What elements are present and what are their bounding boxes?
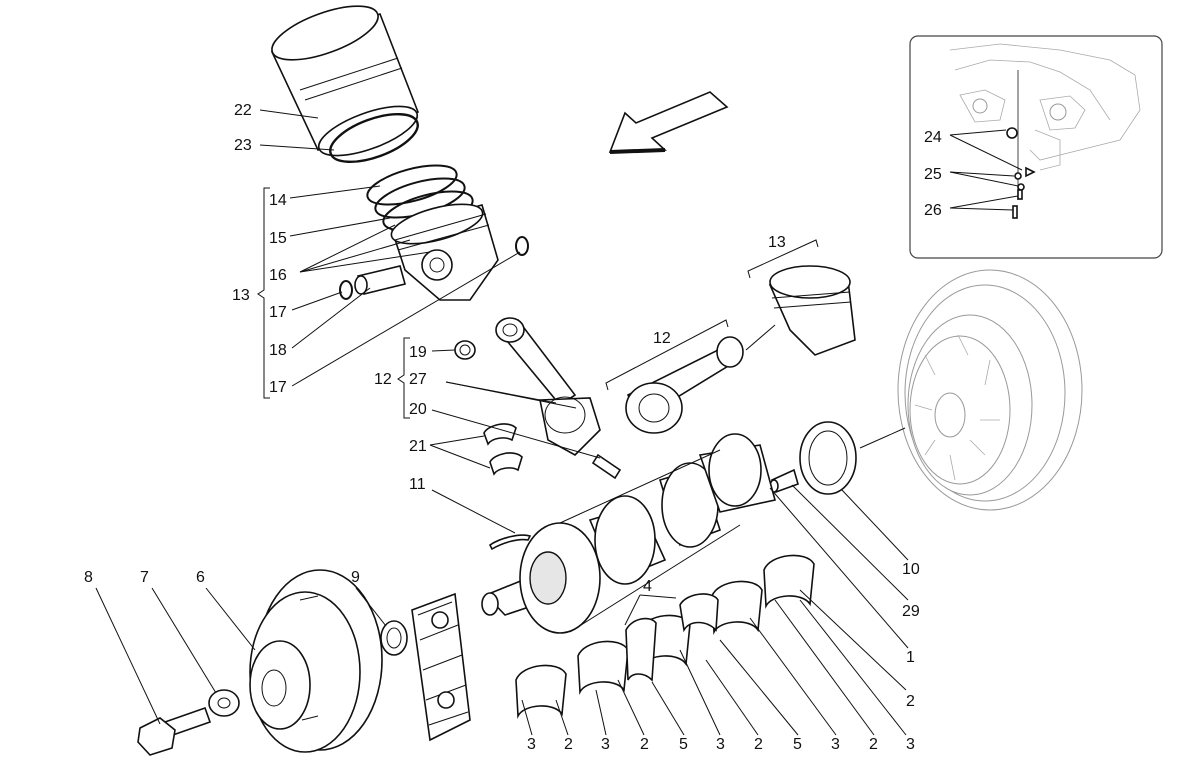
label-13-left: 13 <box>232 287 250 304</box>
bracket-13-right <box>747 239 819 279</box>
direction-arrow <box>608 91 729 154</box>
circlip-left <box>339 280 353 300</box>
label-3-bottom-2: 3 <box>601 736 610 753</box>
label-11: 11 <box>409 476 426 493</box>
label-17-bottom: 17 <box>269 379 287 396</box>
label-10: 10 <box>902 561 920 578</box>
piston-assembled <box>768 265 856 356</box>
label-16: 16 <box>269 267 287 284</box>
o-ring <box>329 113 419 163</box>
brace-12-left <box>397 337 410 419</box>
label-12-left: 12 <box>374 371 392 388</box>
label-4: 4 <box>643 578 652 595</box>
bracket-12-right <box>605 319 729 391</box>
piston <box>390 203 499 301</box>
label-3-bottom-4: 3 <box>831 736 840 753</box>
part-labels: 22 23 14 15 16 13 17 18 17 19 12 27 20 2… <box>84 102 942 753</box>
conrod-bearing-shells <box>483 423 523 476</box>
pilot-bush <box>769 468 799 494</box>
label-3-bottom-3: 3 <box>716 736 725 753</box>
label-18: 18 <box>269 342 287 359</box>
label-3-bottom-5: 3 <box>906 736 915 753</box>
flywheel <box>897 269 1083 511</box>
label-7: 7 <box>140 569 149 586</box>
label-26: 26 <box>924 202 942 219</box>
circlip-right <box>515 236 529 256</box>
label-8: 8 <box>84 569 93 586</box>
label-19: 19 <box>409 344 427 361</box>
label-6: 6 <box>196 569 205 586</box>
pulley-bolt <box>137 706 212 756</box>
label-27: 27 <box>409 371 427 388</box>
connecting-rod-assembled <box>625 336 744 434</box>
label-3-bottom-1: 3 <box>527 736 536 753</box>
timing-chain <box>411 592 471 742</box>
thrust-washer <box>488 534 532 551</box>
label-29: 29 <box>902 603 920 620</box>
rear-oil-seal <box>799 421 857 495</box>
label-23: 23 <box>234 137 252 154</box>
label-2-bottom-4: 2 <box>869 736 878 753</box>
label-2-bottom-3: 2 <box>754 736 763 753</box>
crank-pulley <box>249 569 383 753</box>
spacer-ring <box>380 620 408 656</box>
label-24: 24 <box>924 129 942 146</box>
label-13-right: 13 <box>768 234 786 251</box>
connecting-rod-exploded <box>454 317 622 480</box>
label-20: 20 <box>409 401 427 418</box>
label-5-bottom-1: 5 <box>679 736 688 753</box>
piston-pin <box>354 265 406 295</box>
label-5-bottom-2: 5 <box>793 736 802 753</box>
detail-inset <box>909 35 1163 259</box>
crankshaft <box>481 433 776 634</box>
label-17-top: 17 <box>269 304 287 321</box>
main-bearing-shells <box>515 554 815 720</box>
label-22: 22 <box>234 102 252 119</box>
pulley-washer <box>208 689 240 717</box>
label-2-right: 2 <box>906 693 915 710</box>
label-14: 14 <box>269 192 287 209</box>
brace-13-left <box>257 187 270 399</box>
cylinder-liner <box>270 5 420 157</box>
label-21: 21 <box>409 438 427 455</box>
label-2-bottom-1: 2 <box>564 736 573 753</box>
leader-lines <box>95 109 1023 736</box>
label-15: 15 <box>269 230 287 247</box>
label-2-bottom-2: 2 <box>640 736 649 753</box>
label-12-right: 12 <box>653 330 671 347</box>
label-9: 9 <box>351 569 360 586</box>
label-25: 25 <box>924 166 942 183</box>
label-1: 1 <box>906 649 915 666</box>
